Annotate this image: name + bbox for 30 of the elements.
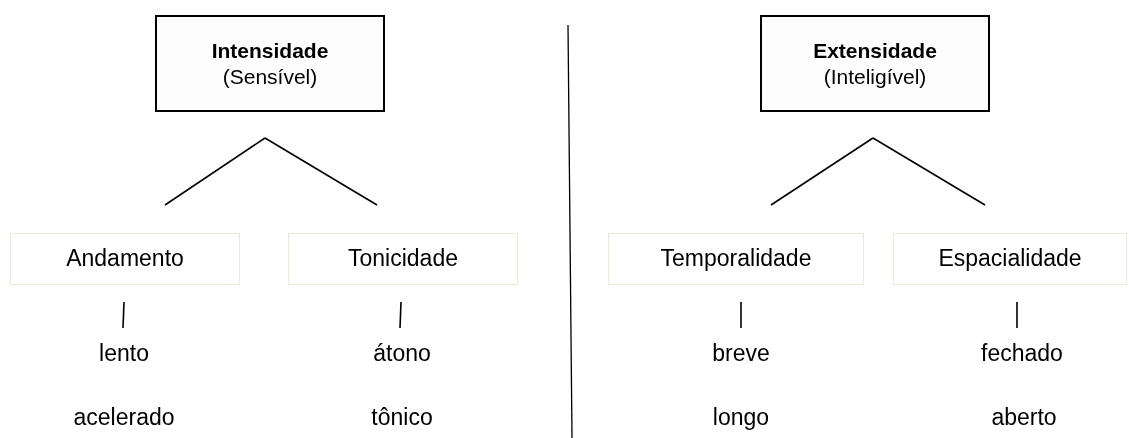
- connector-line: [264, 137, 378, 206]
- category-box: [155, 15, 385, 112]
- connector-line: [122, 301, 125, 329]
- connector-line: [164, 137, 266, 206]
- connector-line: [399, 301, 402, 329]
- subcategory-box: [10, 233, 240, 285]
- connector-line: [740, 301, 742, 329]
- heading-text: Intensidade: [211, 38, 329, 64]
- subcategory-box: [288, 233, 518, 285]
- term-text: lento: [84, 337, 164, 369]
- category-label: Tonicidade: [348, 245, 458, 273]
- subheading-text: (Inteligível): [823, 63, 927, 89]
- category-box: [760, 15, 990, 112]
- term-text: fechado: [967, 337, 1077, 369]
- term-text: longo: [712, 404, 770, 431]
- term-text: aberto: [991, 404, 1057, 431]
- connector-line: [872, 137, 986, 206]
- category-label: Espacialidade: [938, 245, 1082, 273]
- category-label: Temporalidade: [660, 245, 812, 273]
- term-text: acelerado: [73, 404, 175, 431]
- subcategory-box: [893, 233, 1127, 285]
- heading-text: Extensidade: [813, 38, 937, 64]
- category-label: Andamento: [66, 245, 184, 273]
- term-text: átono: [357, 337, 447, 369]
- term-text: tônico: [371, 404, 433, 431]
- connector-line: [1016, 301, 1018, 329]
- connector-line: [770, 137, 874, 206]
- term-text: breve: [696, 337, 786, 369]
- subcategory-box: [608, 233, 864, 285]
- subheading-text: (Sensível): [222, 63, 318, 89]
